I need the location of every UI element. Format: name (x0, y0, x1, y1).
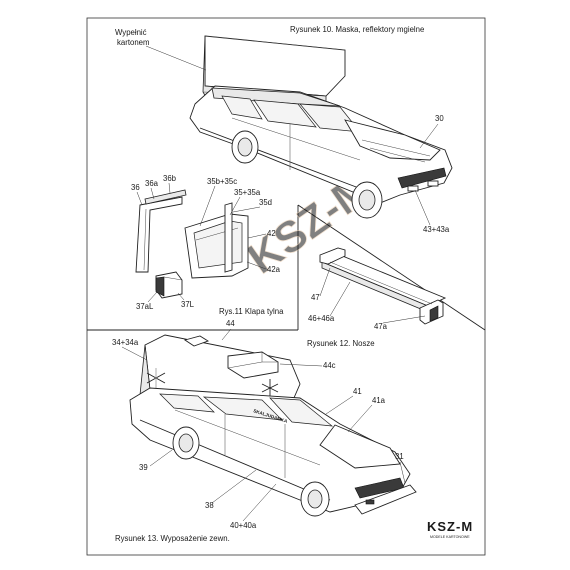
figure-11-parts (135, 189, 249, 299)
divider-fig12-top (297, 204, 486, 331)
label-34-34a: 34+34a (112, 338, 139, 347)
label-35d: 35d (259, 198, 272, 207)
part-36b (144, 189, 187, 205)
label-46-46a: 46+46a (308, 314, 335, 323)
label-30: 30 (435, 114, 444, 123)
label-31: 31 (395, 452, 404, 461)
label-47: 47 (311, 293, 320, 302)
car10-fog-light (407, 185, 419, 192)
label-37aL: 37aL (136, 302, 154, 311)
figure-10-car (189, 35, 453, 219)
logo-text: KSZ-M (427, 519, 473, 534)
figure-12-stretcher (319, 247, 447, 325)
label-41: 41 (353, 387, 362, 396)
label-40-40a: 40+40a (230, 521, 257, 530)
car10-window-rear (253, 99, 317, 128)
figure-13-ambulance: SKALJUDAMKA (129, 334, 417, 517)
car13-window-mid (202, 396, 283, 421)
star-of-life-rear (146, 366, 166, 390)
caption-fig13: Rysunek 13. Wyposażenie zewn. (115, 534, 230, 543)
caption-fig10: Rysunek 10. Maska, reflektory mgielne (290, 25, 424, 34)
label-41a: 41a (372, 396, 386, 405)
label-43-43a: 43+43a (423, 225, 450, 234)
part-35d (224, 202, 233, 273)
caption-fig12: Rysunek 12. Nosze (307, 339, 375, 348)
publisher-logo: KSZ-M MODELE KARTONOWE (427, 519, 473, 539)
car10-window-back (221, 95, 263, 120)
label-44: 44 (226, 319, 235, 328)
label-36: 36 (131, 183, 140, 192)
fill-note-line2: kartonem (117, 38, 150, 47)
label-35-35a: 35+35a (234, 188, 261, 197)
part-37aL (155, 276, 165, 297)
star-of-life-side (261, 379, 279, 397)
label-42: 42 (267, 229, 276, 238)
label-36a: 36a (145, 179, 159, 188)
label-35b-35c: 35b+35c (207, 177, 237, 186)
label-37L: 37L (181, 300, 195, 309)
label-47a: 47a (374, 322, 388, 331)
fill-note-line1: Wypełnić (115, 28, 147, 37)
label-36b: 36b (163, 174, 177, 183)
caption-fig11: Rys.11 Klapa tylna (219, 307, 284, 316)
car10-roof (211, 87, 341, 107)
label-42a: 42a (267, 265, 281, 274)
ambulance-beacon (183, 335, 210, 347)
car13-hood (319, 424, 401, 469)
car10-hood (344, 119, 441, 161)
stretcher-handle-left (319, 247, 346, 265)
label-39: 39 (139, 463, 148, 472)
part-36 (135, 196, 183, 273)
label-38: 38 (205, 501, 214, 510)
logo-subtitle: MODELE KARTONOWE (430, 535, 470, 539)
car13-bumper (354, 484, 417, 515)
car13-window-rear (159, 393, 215, 413)
car13-window-front (269, 397, 334, 427)
label-44c: 44c (323, 361, 336, 370)
car10-grille (397, 167, 447, 189)
